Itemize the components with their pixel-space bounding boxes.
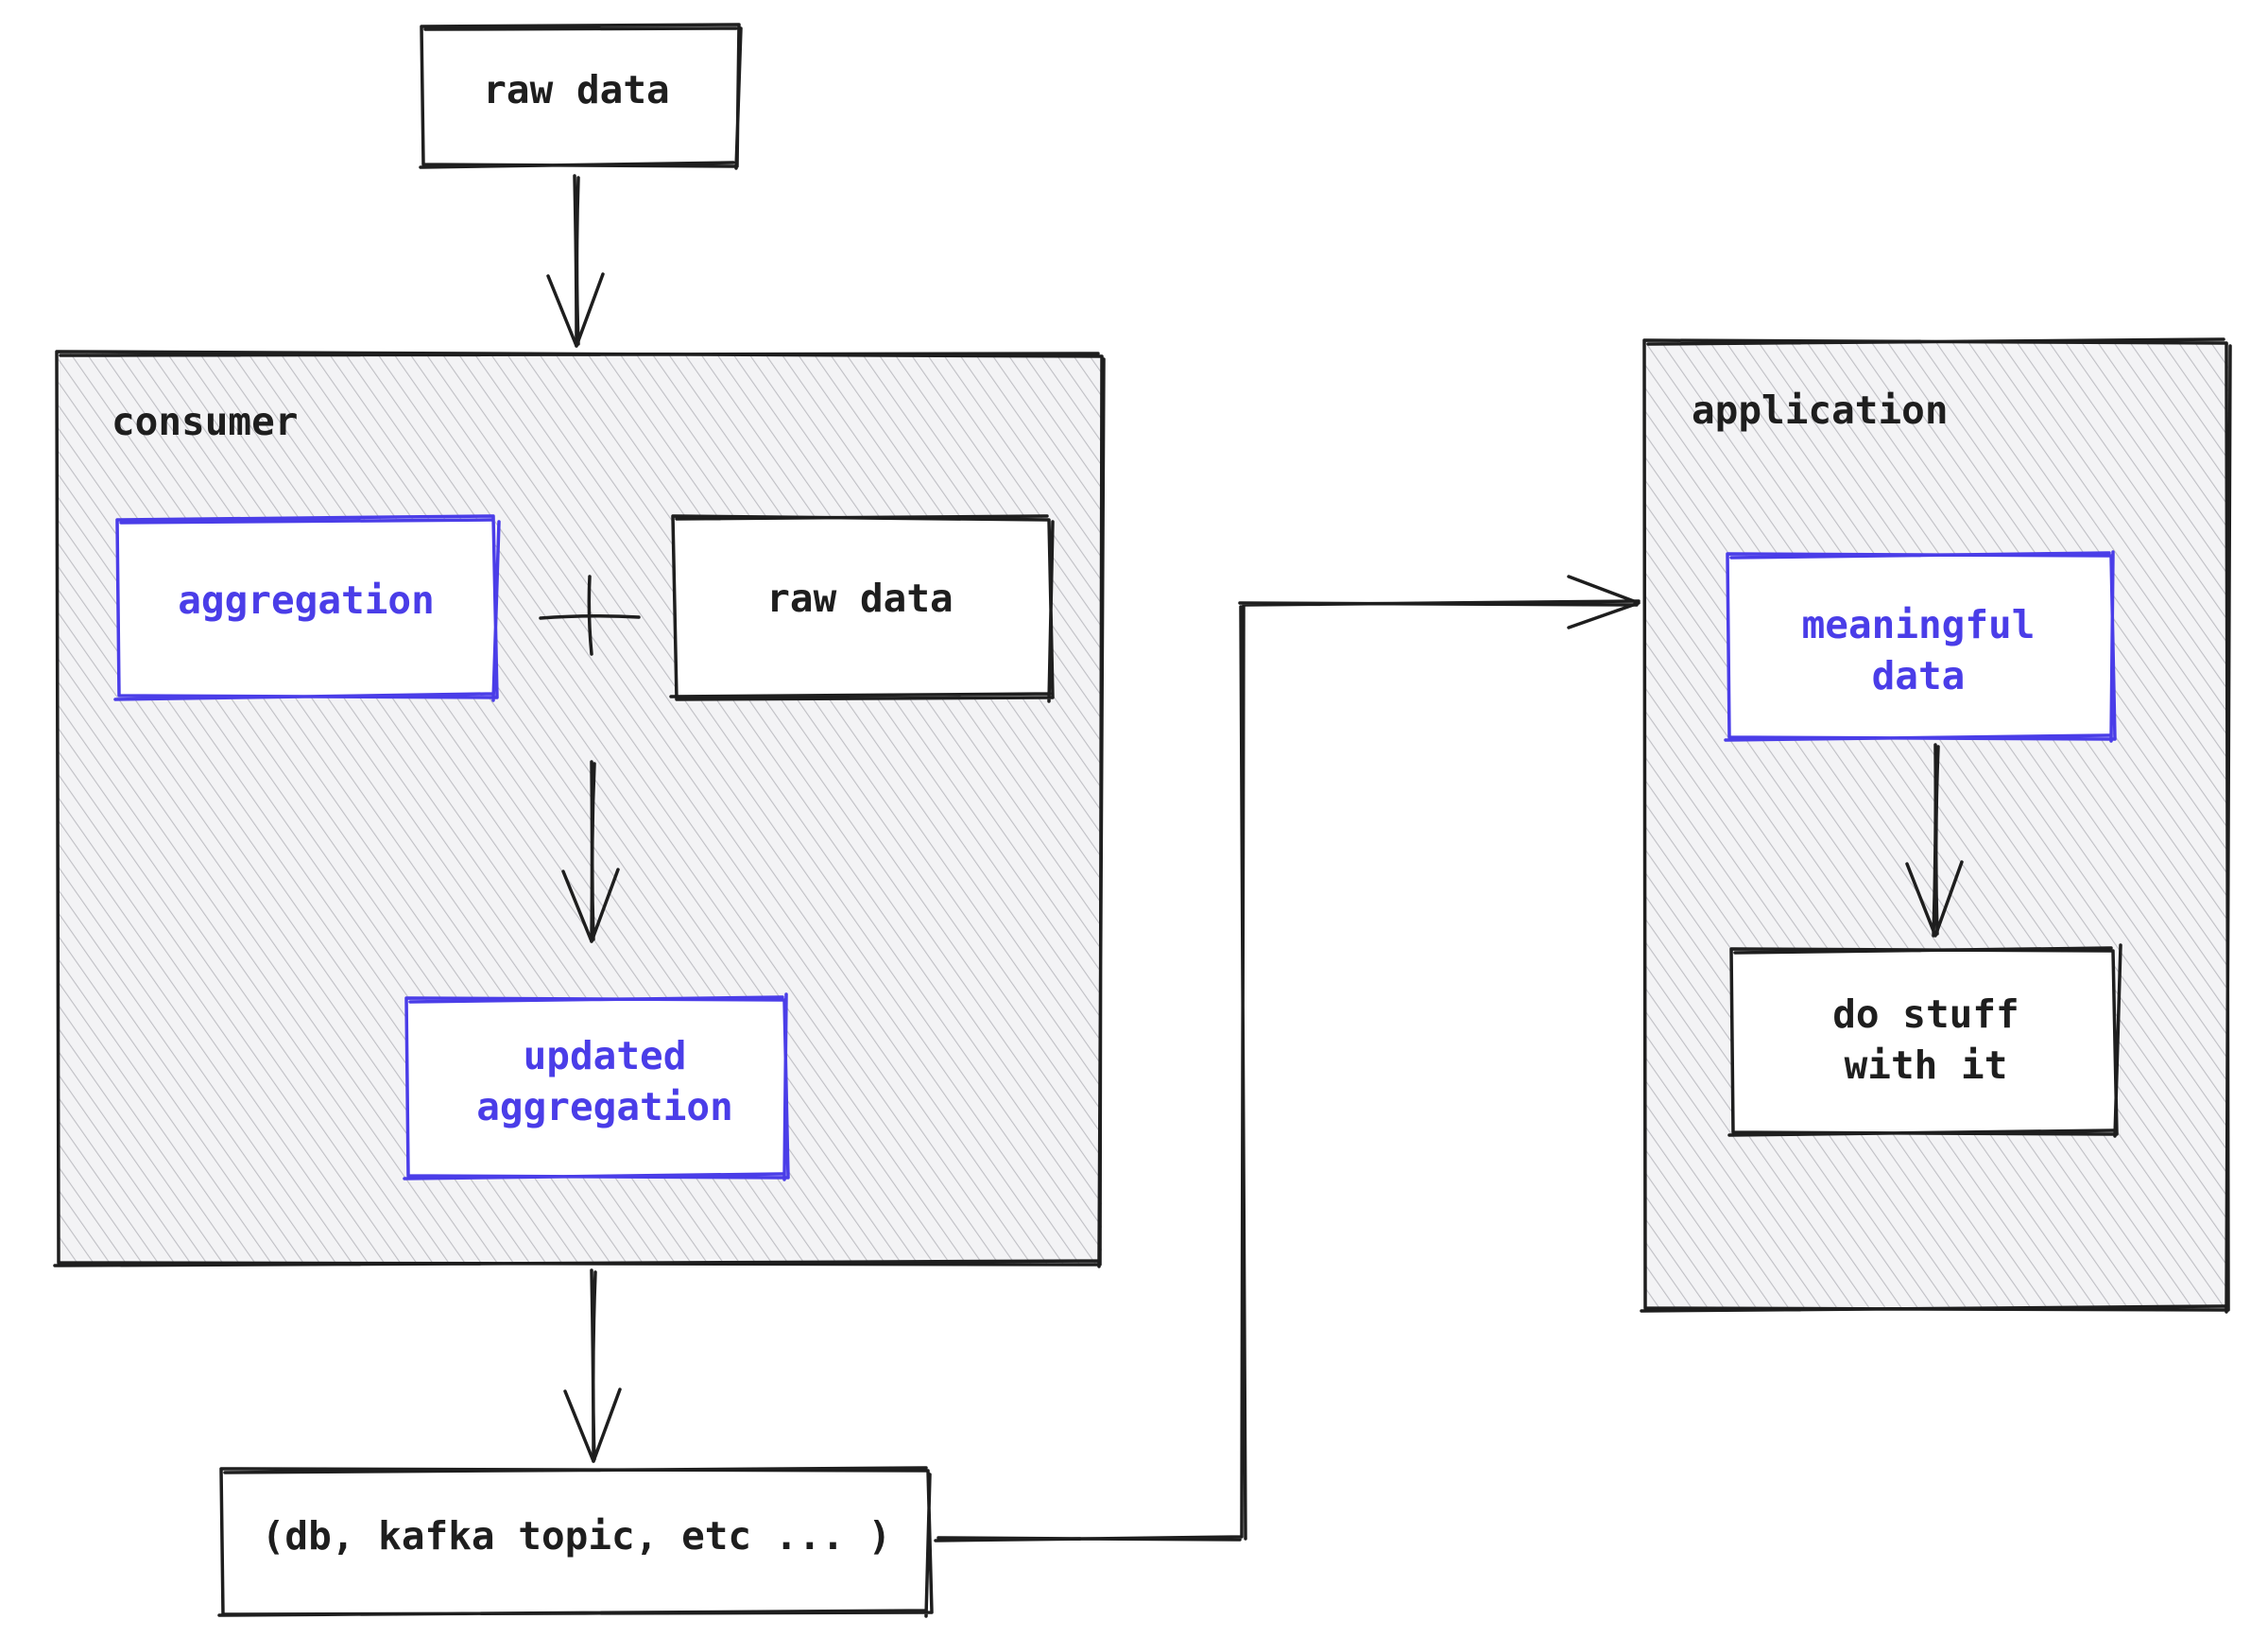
arrow-shaft (590, 760, 596, 943)
raw-data-input-border (419, 23, 743, 170)
arrow-shaft (1932, 743, 1940, 938)
sink-node: (db, kafka topic, etc ... ) (217, 1466, 934, 1618)
sink-label: (db, kafka topic, etc ... ) (262, 1513, 891, 1559)
do-stuff-line-1: do stuff (1832, 991, 2019, 1037)
consumer-label: consumer (112, 399, 298, 444)
arrow-consumer-to-sink (563, 1268, 622, 1463)
raw-data-input-fill (423, 28, 739, 166)
aggregation-border (113, 514, 501, 702)
sink-border (217, 1466, 934, 1618)
raw-data-node: raw data (669, 514, 1055, 703)
arrow-head (563, 1387, 622, 1463)
arrow-meaningful-to-do-stuff (1905, 743, 1964, 938)
plus-vertical-stroke (587, 575, 593, 656)
application-label: application (1692, 388, 1949, 433)
meaningful-data-line-1: meaningful (1802, 602, 2036, 647)
arrow-shaft (573, 174, 580, 348)
arrow-raw-data-to-consumer (546, 174, 605, 348)
arrow-combine-to-updated (561, 760, 620, 943)
arrow-head (1567, 575, 1641, 629)
meaningful-data-node: meaningful data (1724, 550, 2117, 743)
sink-fill (223, 1471, 930, 1612)
meaningful-data-border (1724, 550, 2117, 743)
updated-aggregation-fill (408, 1000, 786, 1178)
updated-aggregation-node: updated aggregation (403, 992, 790, 1181)
aggregation-fill (119, 520, 495, 698)
do-stuff-node: do stuff with it (1727, 943, 2122, 1138)
arrow-head (561, 868, 620, 943)
do-stuff-border (1727, 943, 2122, 1138)
do-stuff-line-2: with it (1845, 1043, 2008, 1088)
do-stuff-fill (1733, 951, 2115, 1134)
updated-aggregation-line-2: aggregation (476, 1084, 733, 1129)
consumer-border (53, 350, 1106, 1268)
meaningful-data-line-2: data (1872, 653, 1966, 698)
raw-data-border (669, 514, 1055, 703)
aggregation-node: aggregation (113, 514, 501, 702)
updated-aggregation-border (403, 992, 790, 1181)
arrow-head (546, 272, 605, 348)
aggregation-label: aggregation (178, 577, 435, 623)
application-border (1640, 337, 2232, 1314)
raw-data-fill (675, 518, 1051, 698)
arrow-sink-to-application (934, 575, 1641, 1542)
updated-aggregation-line-1: updated (524, 1033, 687, 1078)
arrow-head (1905, 860, 1964, 938)
raw-data-input-node: raw data (419, 23, 743, 170)
arrow-shaft (934, 599, 1641, 1542)
arrow-shaft (590, 1268, 597, 1463)
meaningful-data-fill (1729, 556, 2113, 739)
raw-data-input-label: raw data (483, 67, 669, 112)
plus-operator: + (539, 575, 641, 656)
raw-data-label: raw data (766, 576, 953, 621)
